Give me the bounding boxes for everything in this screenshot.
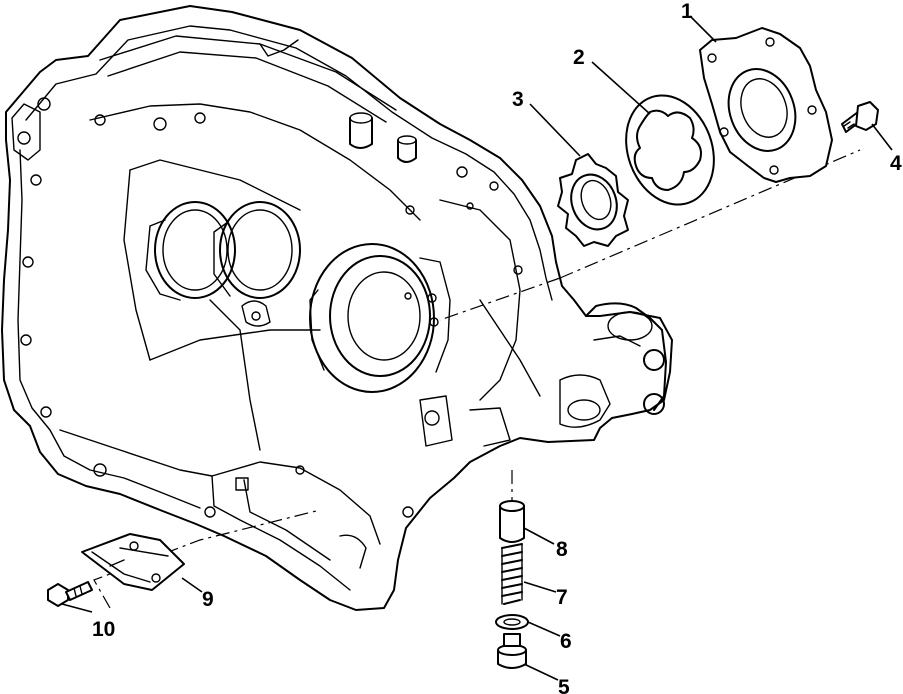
bolt-10 (47, 581, 93, 607)
dowel-post (349, 112, 373, 149)
relief-valve-stack (495, 500, 529, 669)
callout-4: 4 (890, 152, 902, 175)
callout-3: 3 (512, 88, 524, 111)
crankcase-housing (1, 5, 673, 611)
bolt-5 (497, 633, 527, 669)
callout-6: 6 (560, 630, 572, 653)
callout-10: 10 (92, 618, 115, 641)
callout-5: 5 (558, 676, 570, 694)
bolt-4 (841, 101, 879, 133)
inner-rotor (557, 153, 629, 247)
oil-pump-cover (699, 27, 833, 183)
outer-rotor (625, 94, 715, 206)
spring-7 (501, 543, 523, 605)
bearing-bore-center (213, 201, 301, 299)
assembly-center-lines (93, 149, 861, 609)
plug-8 (499, 500, 525, 543)
callout-1: 1 (681, 0, 693, 23)
leader-lines (61, 15, 893, 681)
bearing-bore-left (145, 201, 236, 301)
washer-6 (495, 614, 529, 630)
callout-8: 8 (556, 538, 568, 561)
callout-9: 9 (202, 588, 214, 611)
callout-2: 2 (573, 46, 585, 69)
main-bearing-bore (309, 243, 451, 393)
oil-pump-housing (559, 302, 667, 428)
sump-section (211, 461, 414, 591)
callout-7: 7 (556, 586, 568, 609)
bracket-plate-9 (81, 533, 185, 591)
dowel-post (397, 135, 417, 163)
